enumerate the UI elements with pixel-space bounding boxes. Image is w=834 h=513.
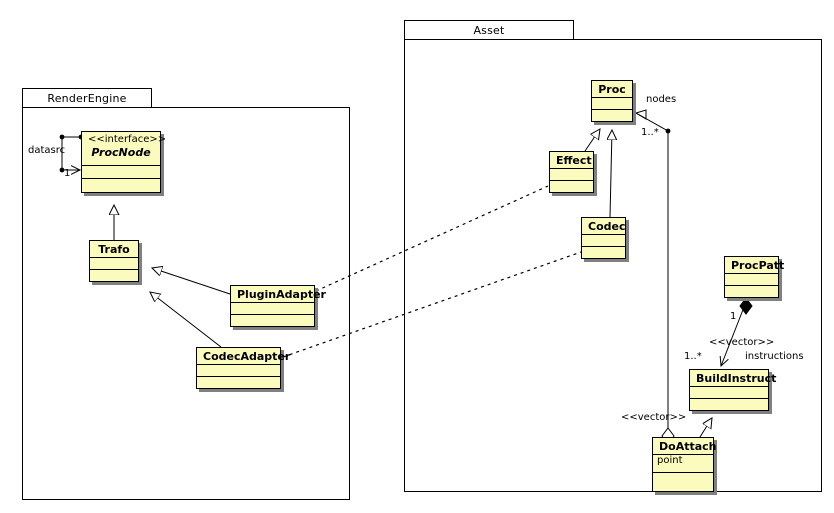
class-proc-operations <box>592 110 632 121</box>
label-datasrc: datasrc <box>28 145 66 156</box>
class-pluginadapter-operations <box>231 315 314 326</box>
class-pluginadapter[interactable]: PluginAdapter <box>230 285 326 327</box>
class-procpatt[interactable]: ProcPatt <box>724 256 784 298</box>
class-codec-name: Codec <box>582 218 626 235</box>
class-codec-attributes <box>582 235 625 247</box>
class-effect-name: Effect <box>550 152 593 169</box>
class-trafo-attributes <box>90 258 138 270</box>
package-renderengine-tab: RenderEngine <box>22 88 152 108</box>
class-codecadapter[interactable]: CodecAdapter <box>196 347 290 389</box>
class-proc-attributes <box>592 98 632 110</box>
class-doattach-attribute-point: point <box>657 455 683 466</box>
class-proc[interactable]: Proc <box>591 80 633 122</box>
label-instructions-vector-stereotype: <<vector>> <box>709 337 775 348</box>
class-buildinstruct-operations <box>690 399 768 410</box>
class-procnode-name: ProcNode <box>91 146 151 159</box>
package-renderengine-label: RenderEngine <box>47 91 127 105</box>
class-codec-operations <box>582 247 625 258</box>
class-procnode-attributes <box>82 166 160 179</box>
label-nodes: nodes <box>646 94 677 105</box>
class-pluginadapter-attributes <box>231 303 314 315</box>
class-codecadapter-name: CodecAdapter <box>197 348 290 365</box>
class-trafo-operations <box>90 270 138 281</box>
label-instructions: instructions <box>745 351 804 362</box>
label-procnode-multiplicity: 1 <box>64 168 71 179</box>
class-doattach[interactable]: DoAttach point <box>652 437 717 492</box>
class-procnode-operations <box>82 179 160 192</box>
class-procpatt-attributes <box>725 274 778 286</box>
package-renderengine[interactable]: RenderEngine <box>22 88 350 500</box>
class-buildinstruct-attributes <box>690 387 768 399</box>
label-nodes-multiplicity: 1..* <box>641 127 659 138</box>
class-procnode-header: <<interface>> ProcNode <box>82 132 167 166</box>
class-doattach-name: DoAttach <box>653 438 717 455</box>
class-codec[interactable]: Codec <box>581 217 626 259</box>
label-instructions-multiplicity: 1..* <box>684 351 702 362</box>
class-codecadapter-operations <box>197 377 280 388</box>
class-doattach-attributes: point <box>653 455 713 473</box>
class-proc-name: Proc <box>592 81 632 98</box>
class-trafo[interactable]: Trafo <box>89 240 139 282</box>
class-procnode[interactable]: <<interface>> ProcNode <box>81 131 167 193</box>
label-procpatt-multiplicity: 1 <box>730 311 737 322</box>
package-renderengine-body <box>22 107 350 500</box>
class-codecadapter-attributes <box>197 365 280 377</box>
package-asset-label: Asset <box>473 23 505 37</box>
class-buildinstruct-name: BuildInstruct <box>690 370 776 387</box>
package-asset[interactable]: Asset <box>404 20 822 492</box>
class-effect-attributes <box>550 169 593 181</box>
class-procpatt-operations <box>725 286 778 297</box>
package-asset-tab: Asset <box>404 20 574 40</box>
class-effect[interactable]: Effect <box>549 151 594 193</box>
class-doattach-operations <box>653 473 713 490</box>
label-doattach-vector-stereotype: <<vector>> <box>621 412 687 423</box>
class-procpatt-name: ProcPatt <box>725 257 784 274</box>
class-trafo-name: Trafo <box>90 241 138 258</box>
class-procnode-stereotype: <<interface>> <box>88 134 167 145</box>
class-pluginadapter-name: PluginAdapter <box>231 286 326 303</box>
package-asset-body <box>404 39 822 492</box>
class-effect-operations <box>550 181 593 192</box>
class-buildinstruct[interactable]: BuildInstruct <box>689 369 776 411</box>
